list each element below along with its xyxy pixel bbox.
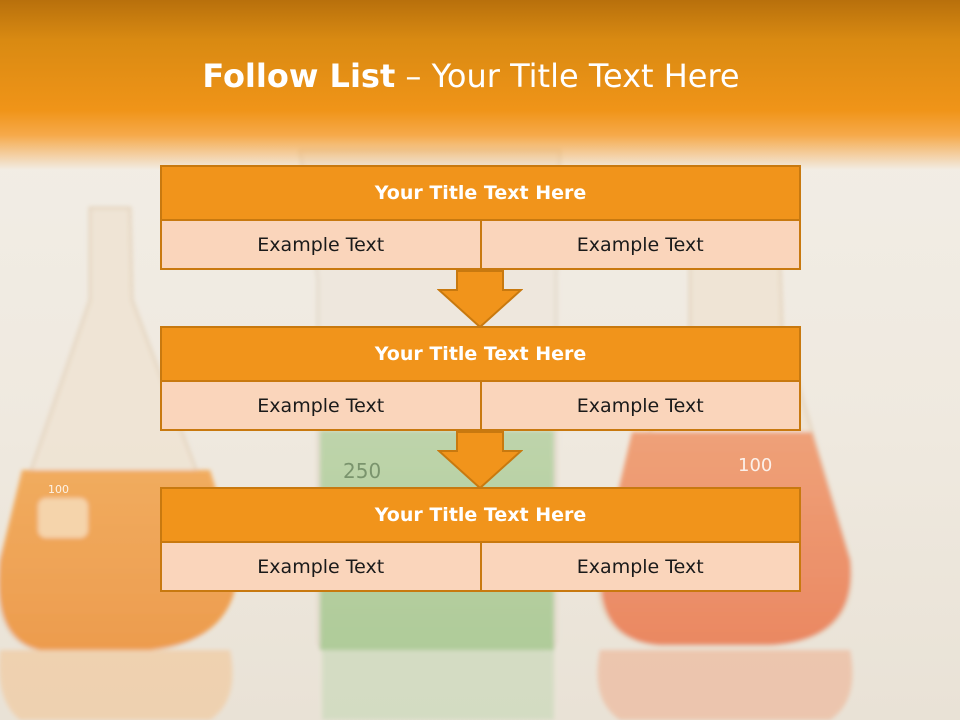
flask-left-label: 100 (48, 483, 69, 496)
block-cell-left: Example Text (160, 221, 482, 270)
slide-title-bold: Follow List (202, 57, 396, 95)
block-title: Your Title Text Here (160, 326, 801, 382)
block-row: Example Text Example Text (160, 221, 801, 270)
block-cell-right: Example Text (481, 543, 801, 592)
block-row: Example Text Example Text (160, 543, 801, 592)
block-cell-left: Example Text (160, 543, 482, 592)
flask-right-label: 100 (738, 455, 772, 476)
list-block-1: Your Title Text Here Example Text Exampl… (160, 165, 801, 270)
header-band (0, 0, 960, 170)
block-cell-right: Example Text (481, 221, 801, 270)
block-cell-left: Example Text (160, 382, 482, 431)
list-block-2: Your Title Text Here Example Text Exampl… (160, 326, 801, 431)
down-arrow-icon (437, 431, 523, 489)
block-cell-right: Example Text (481, 382, 801, 431)
slide-title-rest: – Your Title Text Here (405, 57, 740, 95)
block-title: Your Title Text Here (160, 165, 801, 221)
block-row: Example Text Example Text (160, 382, 801, 431)
slide-title: Follow List – Your Title Text Here (0, 52, 942, 100)
block-title: Your Title Text Here (160, 487, 801, 543)
down-arrow-icon (437, 270, 523, 328)
beaker-center-label: 250 (343, 459, 381, 483)
list-block-3: Your Title Text Here Example Text Exampl… (160, 487, 801, 592)
